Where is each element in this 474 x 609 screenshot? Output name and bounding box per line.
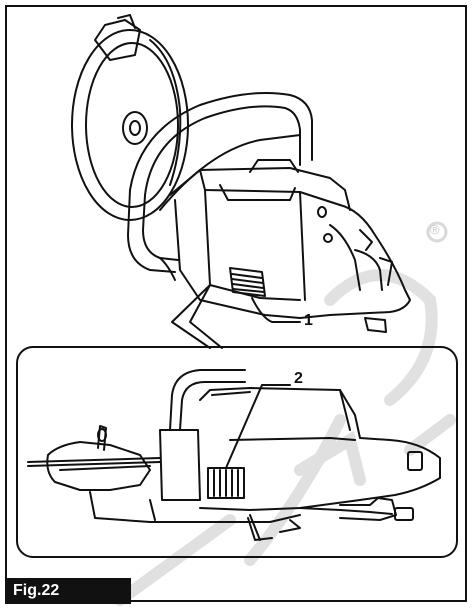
zoom-connector (171, 284, 211, 349)
air-vent-side (207, 467, 245, 499)
callout-2: 2 (294, 370, 303, 387)
figure-label: Fig.22 (5, 578, 131, 604)
callout-1: 1 (304, 312, 313, 329)
blade-side (27, 425, 161, 491)
blade-guard-top (71, 14, 189, 221)
leader-line-2 (225, 384, 291, 469)
air-vent-top (229, 267, 266, 297)
front-handle-side (159, 369, 246, 501)
leader-line-1 (251, 297, 301, 323)
detail-inset-box (16, 346, 458, 558)
registered-mark: ® (430, 222, 440, 237)
front-handle-top (127, 91, 313, 273)
engine-body-side (89, 387, 441, 541)
